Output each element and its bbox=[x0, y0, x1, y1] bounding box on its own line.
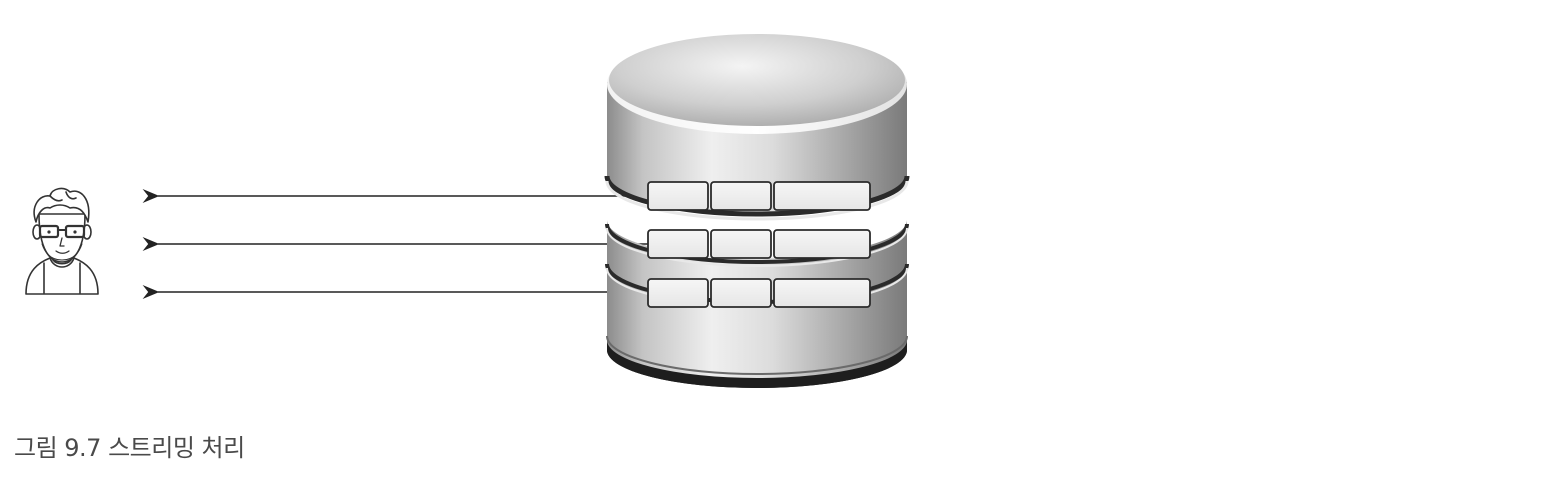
figure-caption: 그림 9.7 스트리밍 처리 bbox=[14, 434, 245, 462]
record-3-field-3 bbox=[773, 278, 871, 308]
record-2-field-2 bbox=[710, 229, 772, 259]
record-1-field-2 bbox=[710, 181, 772, 211]
record-2-field-1 bbox=[647, 229, 709, 259]
record-3-field-2 bbox=[710, 278, 772, 308]
record-2-field-3 bbox=[773, 229, 871, 259]
stream-arrows bbox=[142, 189, 650, 299]
user-avatar-icon bbox=[25, 187, 99, 295]
record-1-field-3 bbox=[773, 181, 871, 211]
record-3-field-1 bbox=[647, 278, 709, 308]
record-1-field-1 bbox=[647, 181, 709, 211]
database-cylinder-icon bbox=[604, 34, 910, 388]
record-rows bbox=[647, 181, 871, 308]
